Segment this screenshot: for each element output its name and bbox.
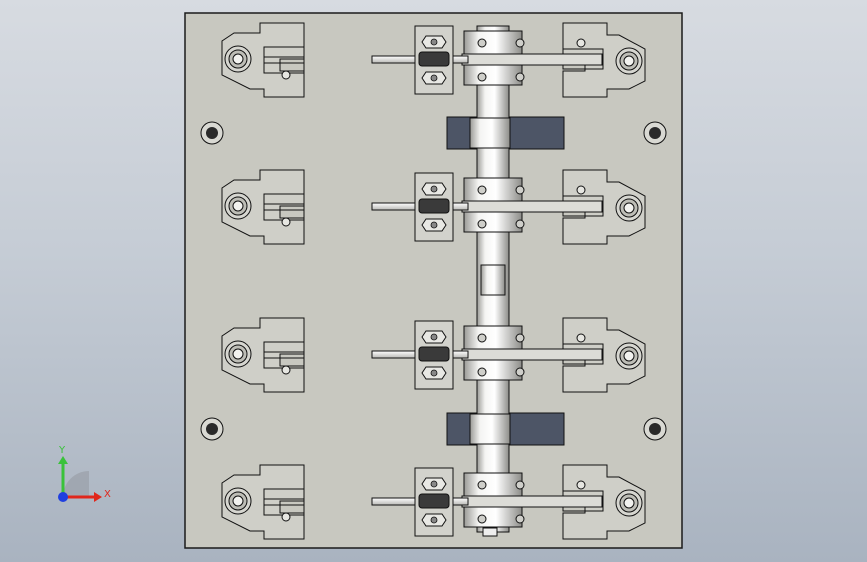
lever-arm bbox=[461, 495, 603, 508]
nut-stack bbox=[414, 467, 454, 537]
coordinate-triad: X Y bbox=[58, 445, 111, 502]
clamp-station-4[interactable] bbox=[221, 464, 646, 540]
collar-bolt bbox=[477, 367, 487, 377]
lever-arm bbox=[461, 200, 603, 213]
central-shaft[interactable] bbox=[469, 25, 511, 537]
lever-arm bbox=[461, 53, 603, 66]
nut-stack bbox=[414, 172, 454, 242]
collar-bolt bbox=[515, 185, 525, 195]
fixture-base-plate[interactable] bbox=[184, 12, 683, 549]
clamp-station-2[interactable] bbox=[221, 169, 646, 245]
collar-bolt bbox=[515, 219, 525, 229]
collar-bolt bbox=[477, 72, 487, 82]
clamp-station-3[interactable] bbox=[221, 317, 646, 393]
collar-bolt bbox=[477, 38, 487, 48]
collar-bolt bbox=[515, 72, 525, 82]
mounting-holes bbox=[200, 121, 667, 441]
collar-bolt bbox=[477, 514, 487, 524]
collar-bolt bbox=[477, 219, 487, 229]
y-axis-label: Y bbox=[58, 445, 66, 456]
clamp-station-1[interactable] bbox=[221, 22, 646, 98]
x-axis-label: X bbox=[104, 489, 111, 500]
collar-bolt bbox=[515, 514, 525, 524]
collar-bolt bbox=[515, 480, 525, 490]
z-axis-dot bbox=[58, 492, 68, 502]
collar-bolt bbox=[477, 333, 487, 343]
collar-bolt bbox=[477, 480, 487, 490]
lever-arm bbox=[461, 348, 603, 361]
nut-stack bbox=[414, 320, 454, 390]
collar-bolt bbox=[515, 38, 525, 48]
collar-bolt bbox=[515, 367, 525, 377]
nut-stack bbox=[414, 25, 454, 95]
collar-bolt bbox=[477, 185, 487, 195]
collar-bolt bbox=[515, 333, 525, 343]
